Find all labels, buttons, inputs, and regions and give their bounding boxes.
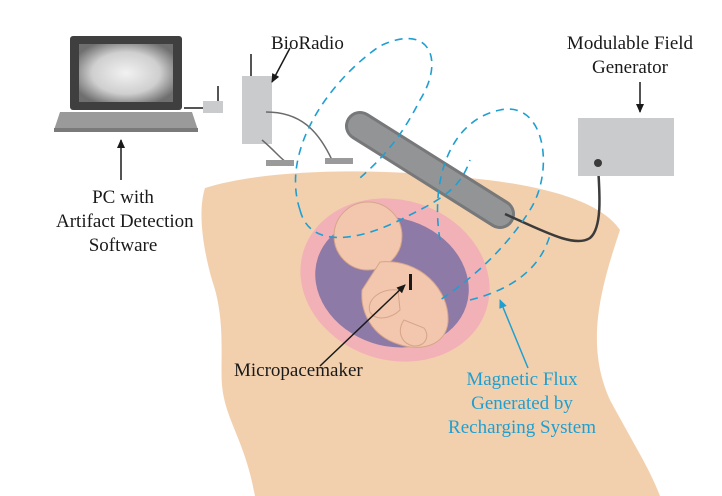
magnetic-flux-label-line-1: Magnetic Flux <box>466 369 578 390</box>
micropacemaker-label-arrow <box>319 284 406 367</box>
recharging-wand-icon <box>345 111 601 243</box>
pc-label: PC with Artifact Detection Software <box>56 186 194 258</box>
fetus-figure <box>333 201 449 348</box>
pc-label-line-2: Artifact Detection <box>56 211 194 232</box>
field-generator-label-line-2: Generator <box>592 57 668 78</box>
field-generator-label: Modulable Field Generator <box>550 32 710 80</box>
bioradio-label-arrow <box>271 47 291 83</box>
magnetic-flux-label-line-2: Generated by <box>471 393 573 414</box>
pc-label-line-3: Software <box>88 235 158 256</box>
magnetic-flux-lines <box>294 37 551 301</box>
field-generator-box-icon <box>578 118 674 176</box>
micropacemaker-label: Micropacemaker <box>234 360 363 381</box>
bioradio-label: BioRadio <box>271 33 344 54</box>
laptop-icon <box>54 36 198 132</box>
magnetic-flux-label-line-3: Recharging System <box>448 417 596 438</box>
magnetic-flux-label: Magnetic Flux Generated by Recharging Sy… <box>416 368 628 440</box>
field-generator-label-line-1: Modulable Field <box>566 33 694 54</box>
pc-label-line-1: PC with <box>92 187 154 208</box>
magnetic-flux-label-arrow <box>499 299 529 369</box>
micropacemaker-implant-icon <box>409 274 412 290</box>
bioradio-device-icon <box>242 54 353 166</box>
usb-dongle-icon <box>184 86 223 113</box>
